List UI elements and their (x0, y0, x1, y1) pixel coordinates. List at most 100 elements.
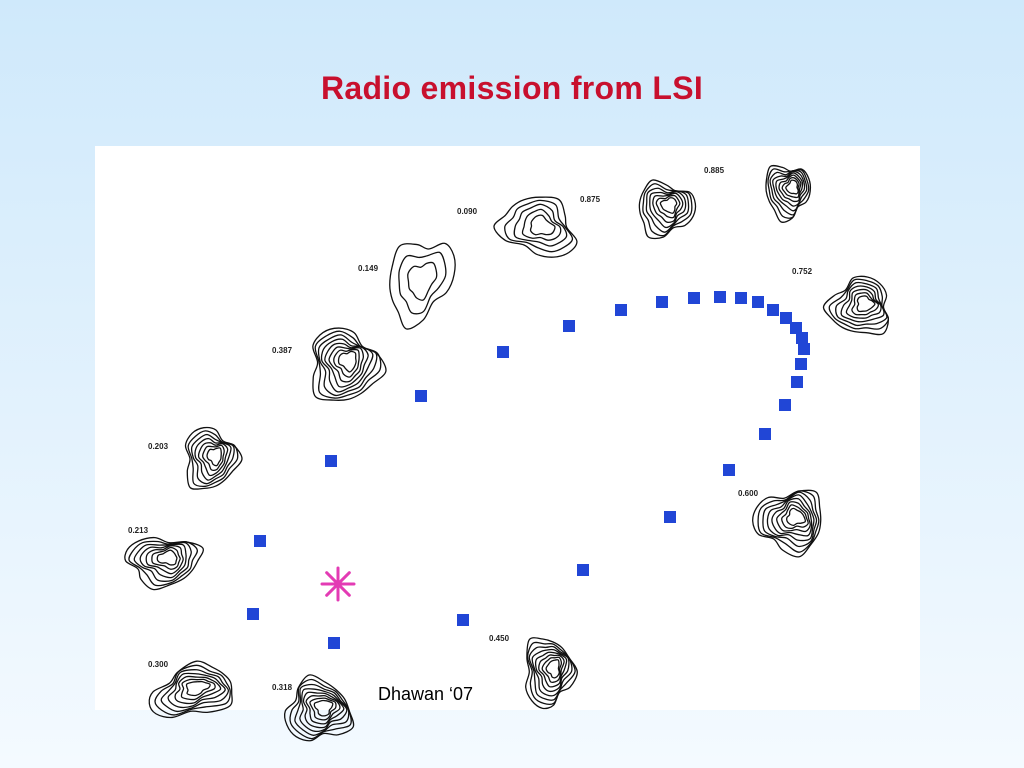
contour-line (856, 295, 876, 313)
orbit-marker (656, 296, 668, 308)
contour-line (160, 669, 230, 713)
orbit-marker (795, 358, 807, 370)
orbit-marker (759, 428, 771, 440)
contour-line (752, 489, 822, 558)
contour-line (313, 699, 334, 717)
contour-line (154, 664, 231, 716)
contour-line (828, 278, 890, 330)
contour-line (781, 177, 800, 199)
orbit-marker (735, 292, 747, 304)
orbit-marker (791, 376, 803, 388)
contour-line (289, 678, 352, 740)
contour-map (148, 660, 233, 719)
contour-line (776, 501, 811, 533)
contour-line (187, 430, 239, 488)
figure-panel (95, 146, 920, 710)
epoch-label: 0.875 (580, 195, 601, 204)
contour-line (174, 675, 222, 705)
contour-line (762, 491, 818, 548)
contour-line (167, 672, 226, 709)
contour-line (320, 338, 374, 393)
contour-line (156, 549, 178, 566)
epoch-label: 0.213 (128, 526, 149, 535)
contour-line (778, 174, 802, 203)
contour-line (642, 183, 693, 237)
contour-line (781, 504, 809, 530)
contour-line (529, 214, 556, 236)
contour-line (197, 442, 229, 477)
star-marker-stroke (325, 571, 351, 597)
figure-credit: Dhawan ‘07 (378, 684, 474, 704)
epoch-label: 0.387 (272, 346, 293, 355)
orbit-marker (767, 304, 779, 316)
orbit-marker (798, 343, 810, 355)
contour-line (206, 447, 222, 467)
orbit-marker (688, 292, 700, 304)
contour-line (284, 674, 355, 742)
epoch-label: 0.318 (272, 683, 293, 692)
contour-line (201, 444, 225, 472)
epoch-label: 0.300 (148, 660, 169, 669)
contour-line (525, 637, 578, 710)
contour-line (775, 172, 804, 207)
orbit-marker (615, 304, 627, 316)
orbit-marker (796, 332, 808, 344)
contour-line (128, 540, 199, 587)
orbit-marker (415, 390, 427, 402)
orbit-marker (328, 637, 340, 649)
contour-map (124, 536, 204, 591)
contour-line (771, 497, 813, 537)
orbit-marker (780, 312, 792, 324)
contour-line (534, 651, 568, 693)
contour-line (184, 426, 243, 490)
contour-line (309, 697, 337, 721)
contour-line (785, 179, 799, 195)
contour-line (504, 199, 574, 253)
orbit-marker (723, 464, 735, 476)
contour-map (389, 242, 456, 330)
contour-line (822, 275, 890, 336)
contour-line (148, 660, 233, 719)
contour-map (184, 426, 243, 490)
contour-map (312, 327, 387, 401)
contour-line (655, 194, 681, 219)
contour-line (312, 327, 387, 401)
epoch-label: 0.149 (358, 264, 379, 273)
contour-line (407, 261, 438, 301)
contour-map (822, 275, 890, 336)
contour-line (294, 683, 350, 736)
contour-map (525, 637, 578, 710)
epoch-label: 0.600 (738, 489, 759, 498)
orbit-marker (457, 614, 469, 626)
contour-line (328, 346, 364, 383)
contour-line (493, 196, 578, 258)
contour-line (766, 494, 815, 542)
contour-line (337, 350, 357, 373)
contour-line (638, 179, 697, 240)
orbit-marker (563, 320, 575, 332)
contour-map (765, 164, 812, 223)
contour-line (302, 691, 345, 729)
orbit-path (247, 291, 810, 649)
orbit-marker (497, 346, 509, 358)
contour-line (314, 330, 382, 399)
epoch-label: 0.885 (704, 166, 725, 175)
orbit-marker (577, 564, 589, 576)
epoch-label: 0.090 (457, 207, 478, 216)
contour-line (398, 251, 447, 315)
contour-line (649, 190, 687, 229)
contour-map (638, 179, 697, 240)
contour-line (333, 348, 360, 378)
slide-title: Radio emission from LSI (320, 70, 704, 106)
contour-line (538, 654, 565, 688)
orbit-marker (790, 322, 802, 334)
contour-map (493, 196, 578, 258)
contour-line (531, 648, 570, 697)
contour-line (786, 507, 807, 527)
contour-line (835, 281, 888, 327)
contour-line (145, 545, 184, 575)
contour-line (194, 437, 232, 481)
epoch-label: 0.450 (489, 634, 510, 643)
